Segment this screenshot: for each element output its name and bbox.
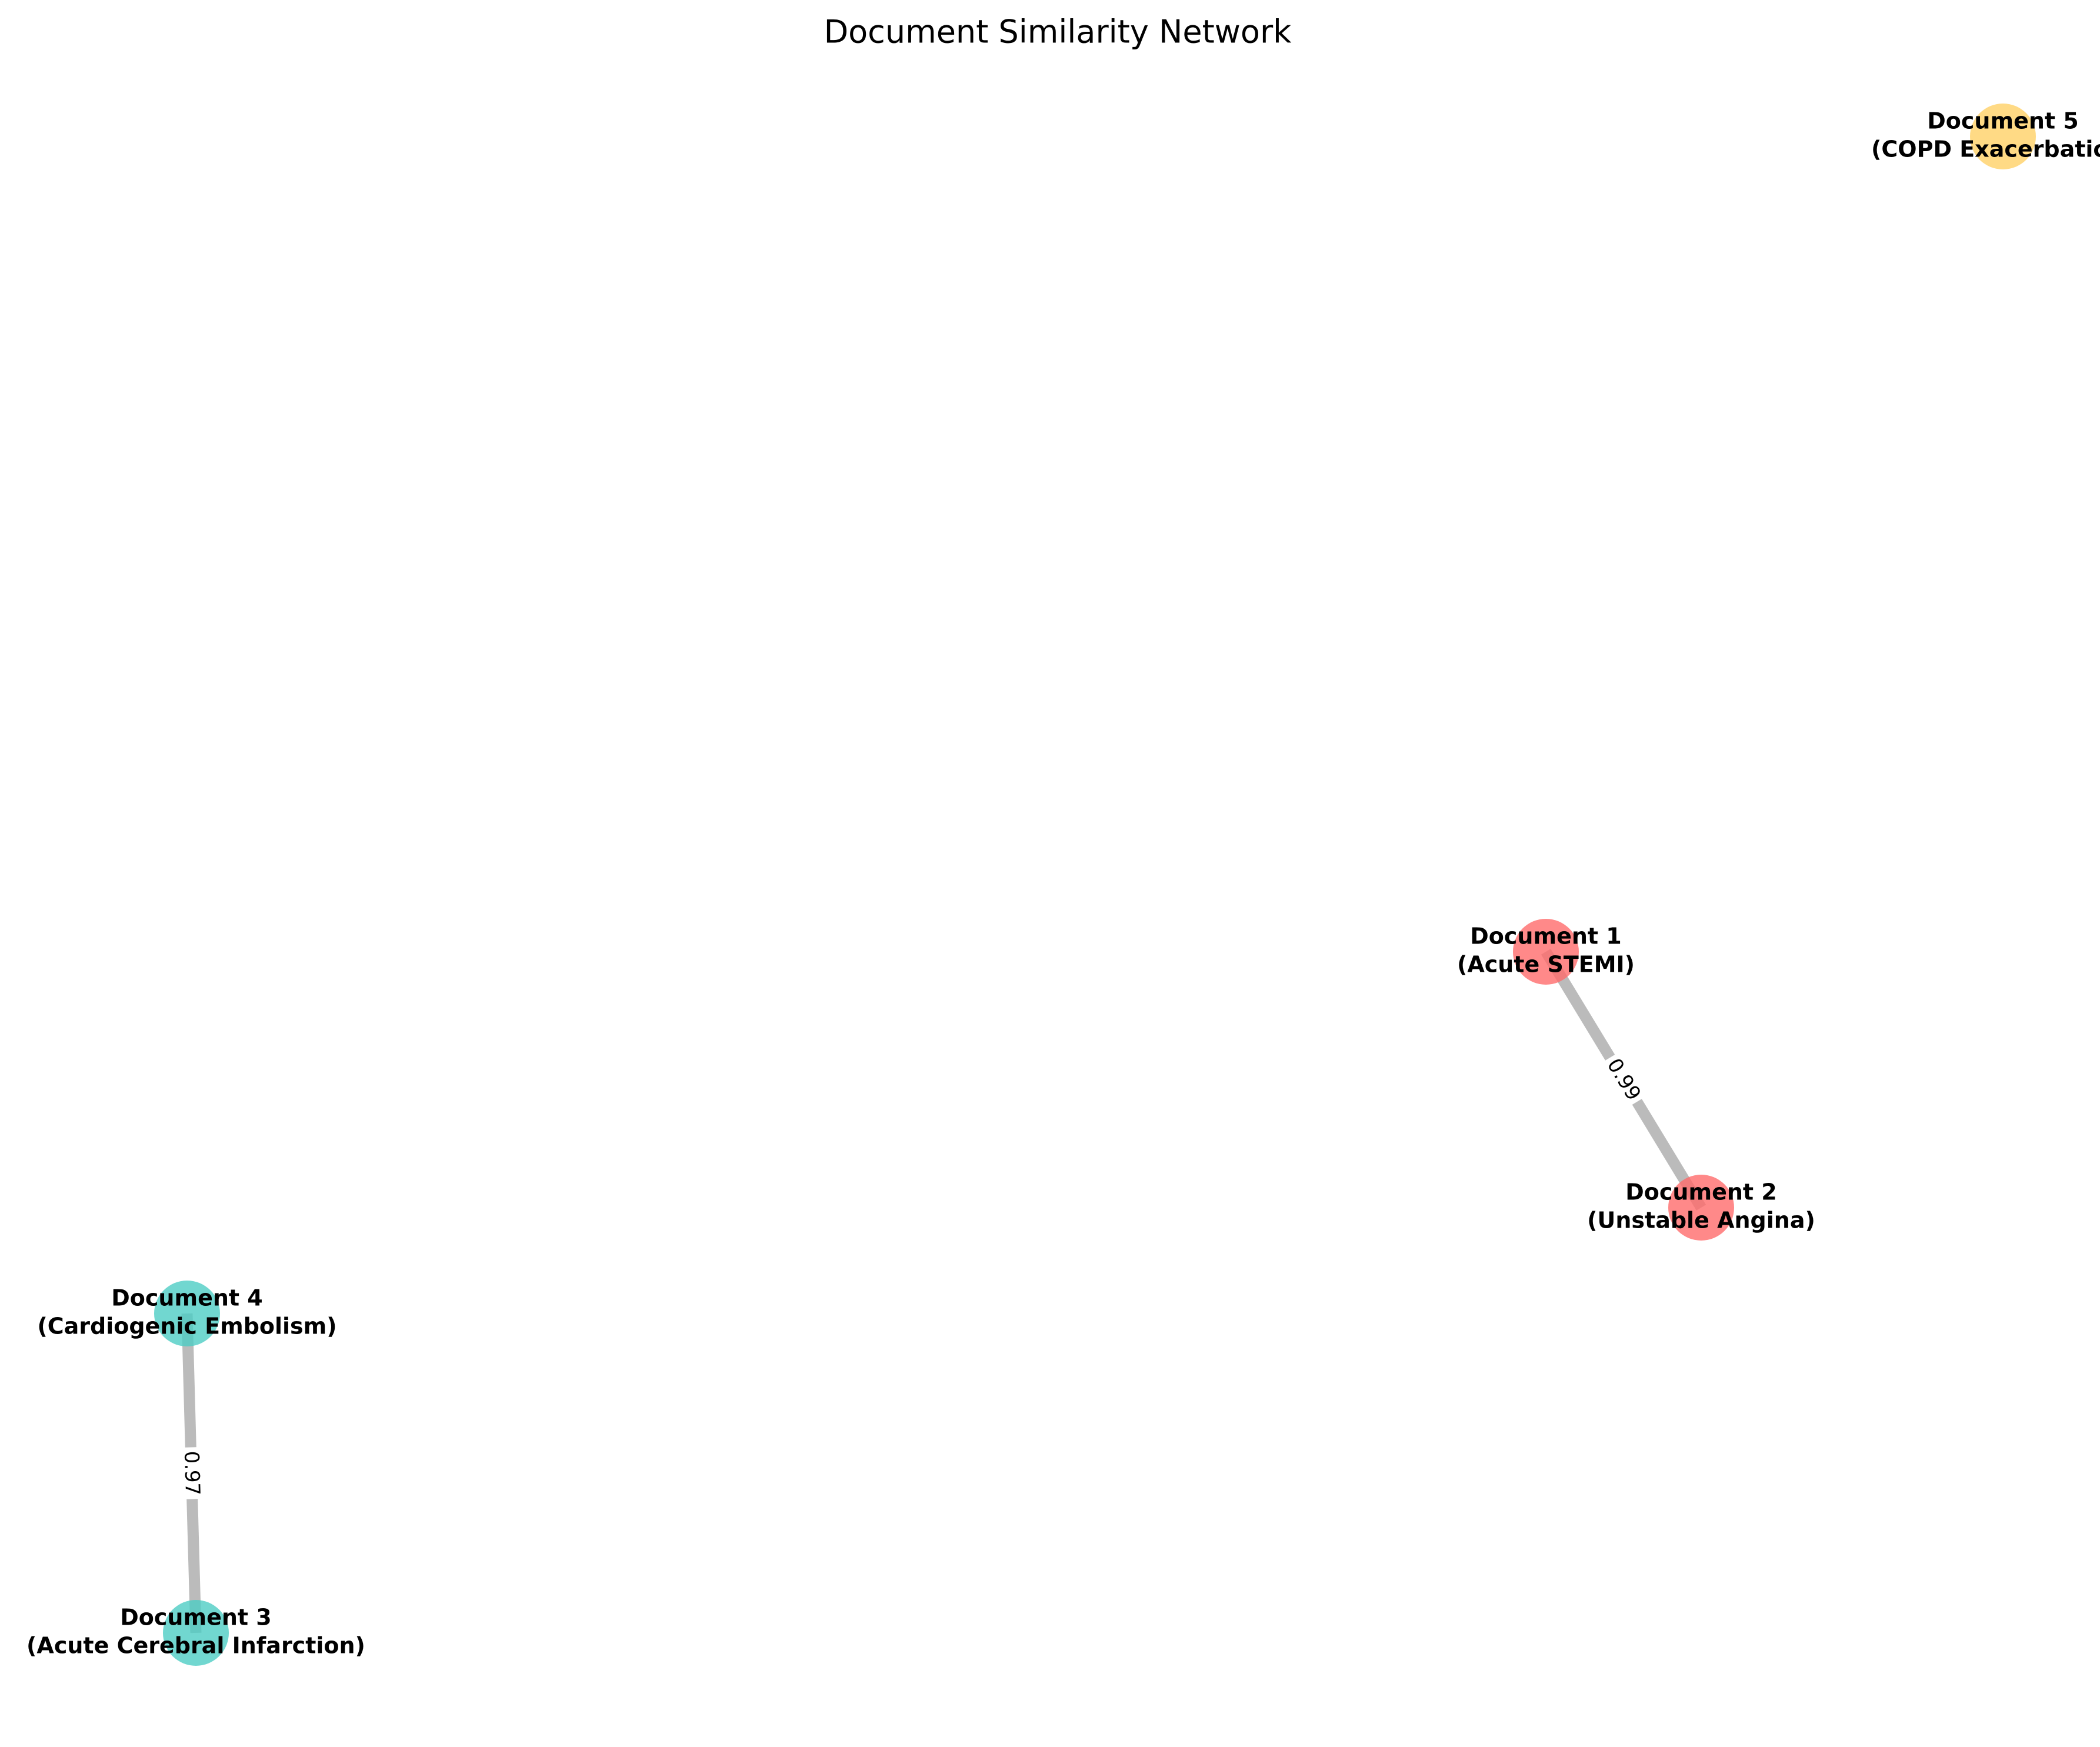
edge-label-group: 0.97 xyxy=(178,1446,205,1500)
edge-label-background xyxy=(1599,1051,1648,1109)
nodes-layer xyxy=(154,104,2036,1666)
node-topic-label: (Acute Cerebral Infarction) xyxy=(26,1633,365,1659)
node-name-label: Document 3 xyxy=(120,1605,271,1631)
node-doc1 xyxy=(1513,919,1579,985)
node-doc2 xyxy=(1668,1175,1734,1241)
diagram-title: Document Similarity Network xyxy=(824,14,1292,51)
node-name-label: Document 1 xyxy=(1470,923,1621,949)
node-topic-label: (Unstable Angina) xyxy=(1587,1208,1815,1233)
node-name-label: Document 4 xyxy=(111,1285,262,1311)
node-doc3 xyxy=(163,1600,229,1666)
node-doc4 xyxy=(154,1281,220,1346)
edges-layer xyxy=(181,949,1706,1633)
node-doc5 xyxy=(1970,104,2036,169)
node-name-label: Document 5 xyxy=(1927,108,2078,134)
edge-label-background xyxy=(178,1446,205,1500)
node-name-label: Document 2 xyxy=(1625,1179,1776,1205)
node-topic-label: (Cardiogenic Embolism) xyxy=(37,1313,336,1339)
node-topic-label: (COPD Exacerbation) xyxy=(1871,136,2100,162)
edge-weight-label: 0.97 xyxy=(179,1451,204,1496)
node-topic-label: (Acute STEMI) xyxy=(1457,952,1635,978)
